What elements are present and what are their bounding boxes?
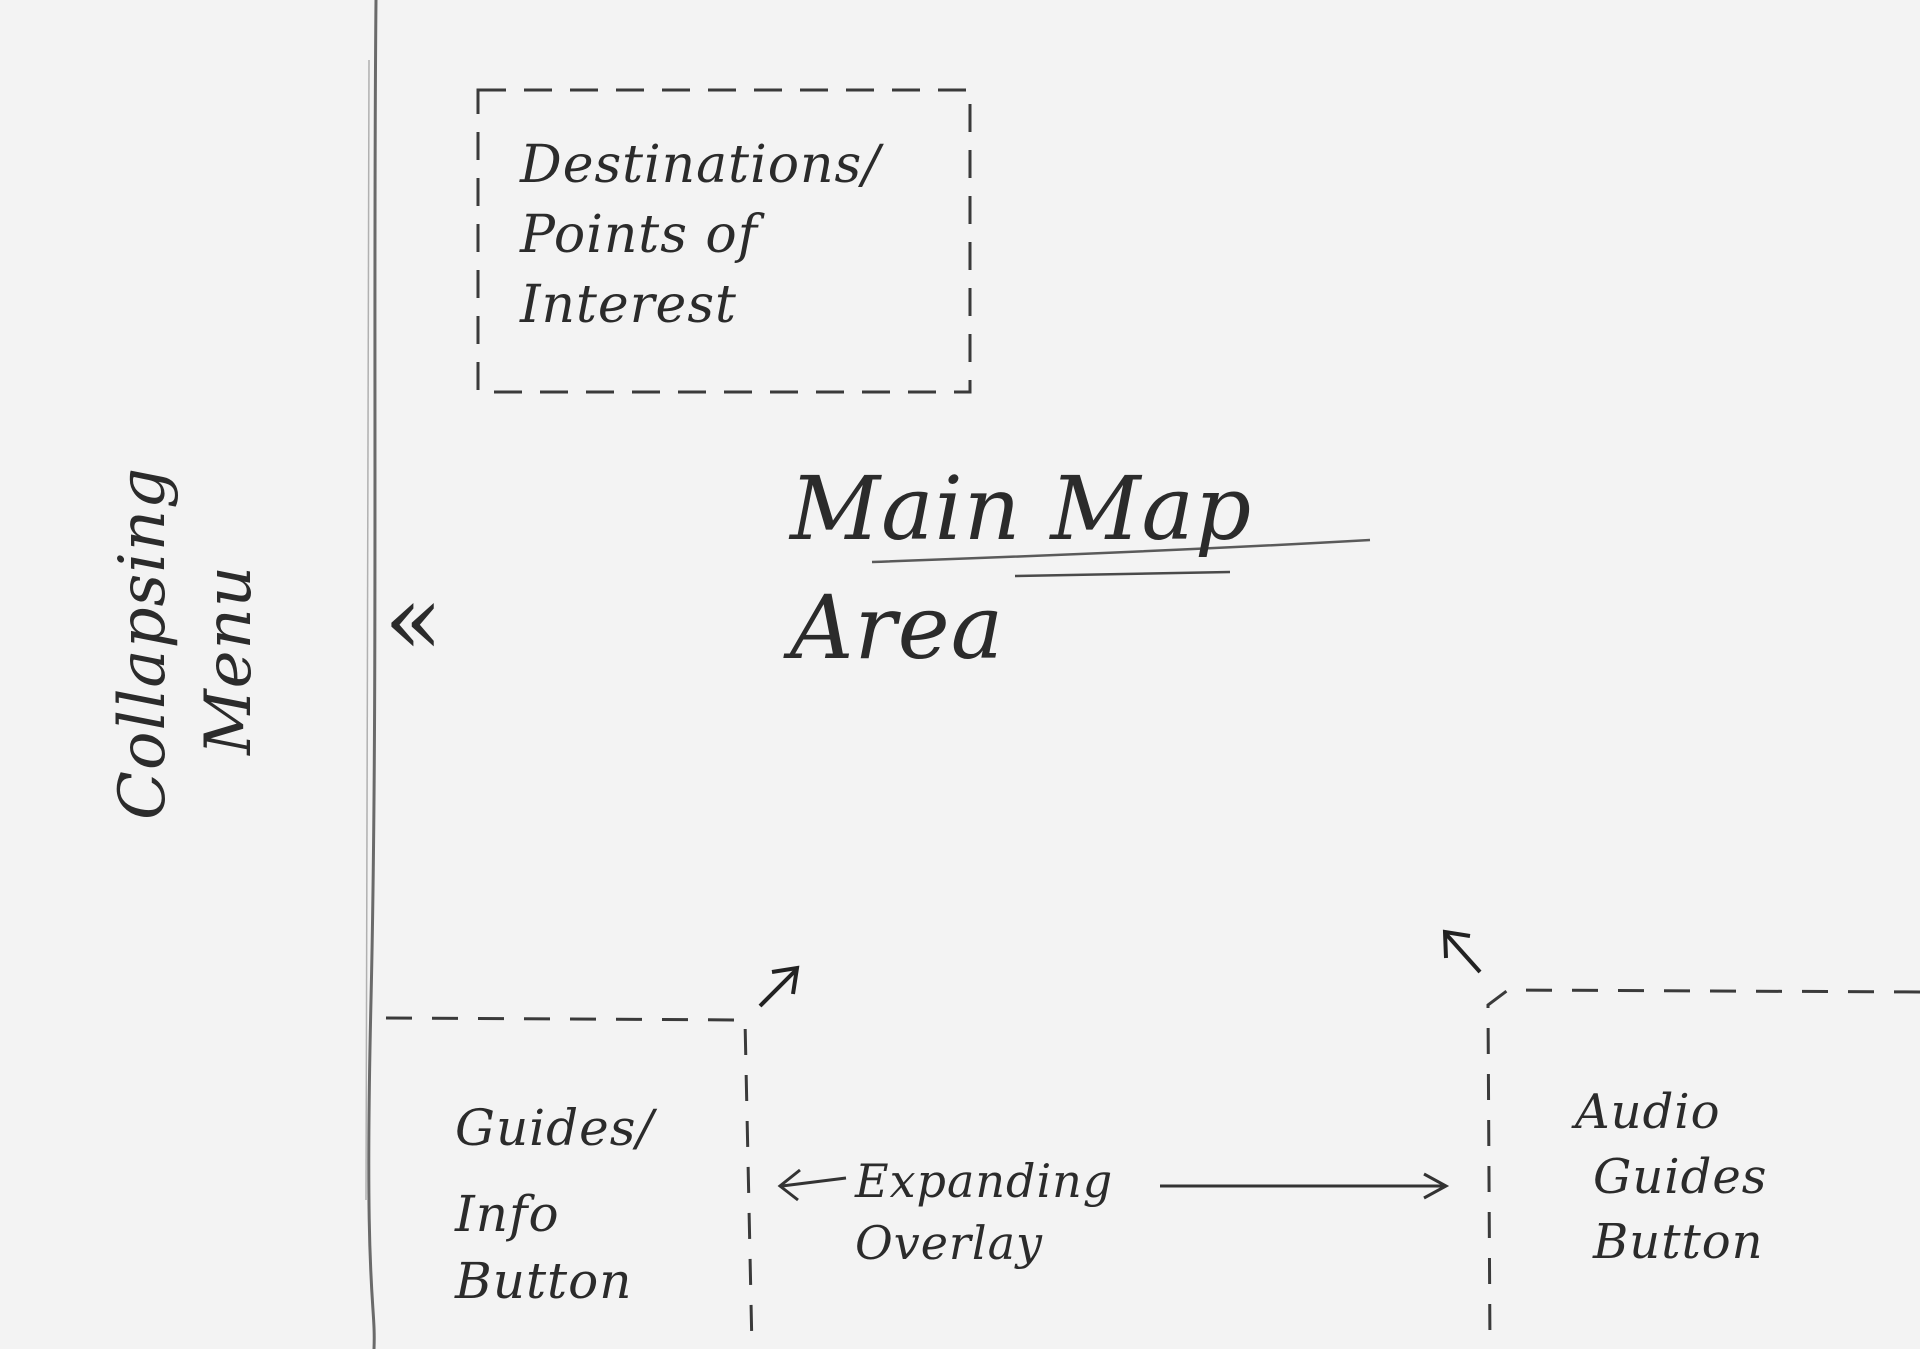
map-title-underline bbox=[871, 538, 1371, 564]
audio-label-line3: Button bbox=[1593, 1213, 1764, 1270]
expanding-overlay-label: Expanding Overlay bbox=[855, 1150, 1135, 1274]
guides-label-line3: Button bbox=[455, 1252, 633, 1310]
sidebar-collapsing-menu: Collapsing Menu bbox=[100, 467, 300, 820]
arrow-up-left-icon bbox=[1442, 929, 1482, 974]
overlay-label-line2: Overlay bbox=[855, 1216, 1044, 1271]
sidebar-divider bbox=[367, 0, 378, 1349]
guides-label-line2: Info bbox=[455, 1184, 560, 1243]
audio-label-line1: Audio bbox=[1575, 1084, 1721, 1140]
audio-guides-label: Audio Guides Button bbox=[1575, 1080, 1815, 1274]
destinations-label-line2: Points of Interest bbox=[520, 205, 758, 336]
map-title-underline-2 bbox=[1014, 570, 1231, 578]
map-title: Main Map Area bbox=[790, 457, 1253, 679]
audio-box-outline bbox=[1486, 988, 1920, 1349]
sidebar-label: Collapsing Menu bbox=[106, 466, 267, 820]
audio-label-line2: Guides bbox=[1593, 1148, 1768, 1205]
double-chevron-left-icon: « bbox=[384, 564, 444, 676]
collapse-menu-button[interactable]: « bbox=[384, 570, 444, 670]
double-headed-arrow-icon bbox=[777, 1168, 1450, 1202]
destinations-box-outline bbox=[476, 88, 972, 394]
overlay-label-line1: Expanding bbox=[855, 1154, 1114, 1208]
destinations-label-line1: Destinations/ bbox=[520, 135, 881, 195]
sidebar-divider-trace bbox=[365, 59, 370, 1201]
arrow-up-right-icon bbox=[758, 965, 800, 1008]
guides-label-line1: Guides/ bbox=[455, 1099, 655, 1157]
guides-info-label: Guides/ Info Button bbox=[455, 1095, 725, 1316]
destinations-label: Destinations/ Points of Interest bbox=[520, 130, 960, 341]
